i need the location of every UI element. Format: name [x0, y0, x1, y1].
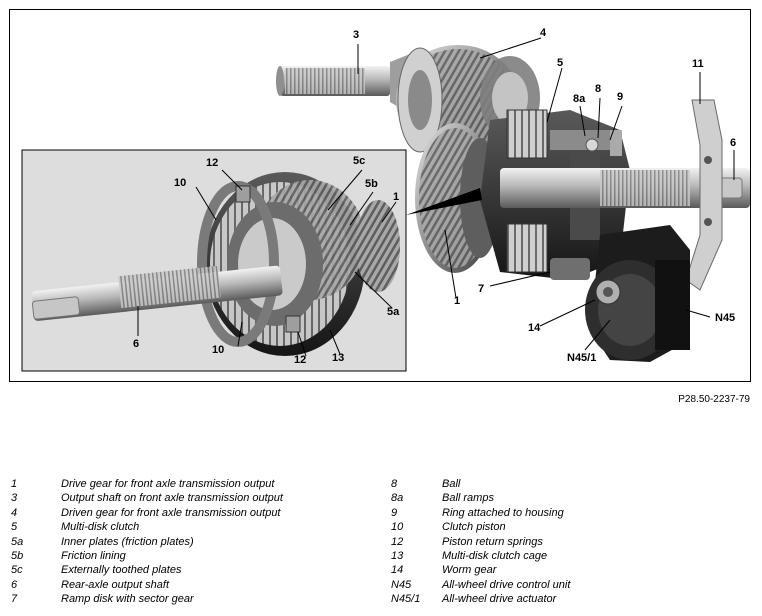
callout-inset-10-top: 10 — [174, 177, 187, 189]
legend-text: Rear-axle output shaft — [61, 578, 170, 591]
legend-number: 10 — [391, 521, 404, 534]
leader-lines-inset — [137, 169, 397, 357]
legend-number: 5c — [11, 564, 23, 577]
callout-inset-13: 13 — [332, 352, 345, 364]
callout-5: 5 — [557, 57, 564, 69]
legend-number: 7 — [11, 593, 18, 606]
callout-inset-12-top: 12 — [206, 157, 219, 169]
legend-number: 9 — [391, 506, 398, 519]
legend-text: Worm gear — [442, 564, 497, 577]
legend-text: Clutch piston — [442, 521, 506, 534]
callout-n45-1: N45/1 — [567, 352, 597, 364]
legend-number: 8 — [391, 478, 398, 490]
legend-number: 5a — [11, 535, 24, 548]
legend-text: Ring attached to housing — [442, 506, 564, 519]
legend-text: All-wheel drive actuator — [442, 593, 557, 606]
legend-number: 4 — [11, 506, 18, 519]
callout-14: 14 — [528, 322, 541, 334]
actuator-housing — [550, 225, 690, 362]
callout-8: 8 — [595, 83, 602, 95]
legend-text: Ramp disk with sector gear — [61, 593, 194, 606]
callout-3: 3 — [353, 29, 360, 41]
callout-1: 1 — [454, 295, 461, 307]
legend-text: Externally toothed plates — [61, 564, 182, 577]
transfer-case-diagram: 3 4 5 8 8a 9 11 6 1 7 14 N45 N45/1 12 5c… — [9, 9, 751, 382]
figure-reference-code: P28.50-2237-79 — [678, 394, 750, 405]
legend-text: Drive gear for front axle transmission o… — [61, 478, 275, 490]
legend-number: 14 — [391, 564, 404, 577]
legend-text: Piston return springs — [442, 535, 543, 548]
legend-number: 5b — [11, 549, 24, 562]
callout-inset-5a: 5a — [387, 306, 400, 318]
legend-text: Driven gear for front axle transmission … — [61, 506, 281, 519]
output-shaft-front — [276, 54, 410, 114]
legend-number: 13 — [391, 549, 404, 562]
legend-text: Output shaft on front axle transmission … — [61, 492, 283, 505]
callout-n45: N45 — [715, 312, 736, 324]
legend-number: 12 — [391, 535, 404, 548]
callout-8a: 8a — [573, 93, 586, 105]
output-flange — [685, 99, 723, 291]
legend-number: 3 — [11, 492, 18, 505]
legend-number: 1 — [11, 478, 18, 490]
rear-axle-output-shaft — [500, 168, 750, 208]
leader-lines-main — [357, 37, 735, 351]
callout-inset-10-bottom: 10 — [212, 344, 225, 356]
legend-number: 8a — [391, 492, 404, 505]
callout-11: 11 — [692, 58, 704, 70]
legend-text: Inner plates (friction plates) — [61, 535, 194, 548]
callout-7: 7 — [478, 283, 485, 295]
legend-number: N45 — [391, 578, 412, 591]
legend-text: Ball — [442, 478, 461, 490]
callout-9: 9 — [617, 91, 624, 103]
legend-number: 6 — [11, 578, 18, 591]
callout-4: 4 — [540, 27, 547, 39]
callout-inset-1: 1 — [393, 191, 400, 203]
legend-text: Friction lining — [61, 549, 126, 562]
legend-number: 5 — [11, 521, 18, 534]
inset-pointer — [406, 188, 482, 215]
callout-6: 6 — [730, 137, 737, 149]
legend-text: Multi-disk clutch cage — [442, 549, 548, 562]
callout-inset-12-bottom: 12 — [294, 354, 307, 366]
legend-text: All-wheel drive control unit — [442, 578, 571, 591]
callout-inset-5b: 5b — [365, 178, 378, 190]
callout-inset-5c: 5c — [353, 155, 366, 167]
clutch-inset — [21, 149, 407, 372]
callout-inset-6: 6 — [133, 338, 140, 350]
diagram-artwork — [21, 37, 750, 372]
legend-number: N45/1 — [391, 593, 421, 606]
legend-text: Multi-disk clutch — [61, 521, 140, 534]
legend-text: Ball ramps — [442, 492, 494, 505]
